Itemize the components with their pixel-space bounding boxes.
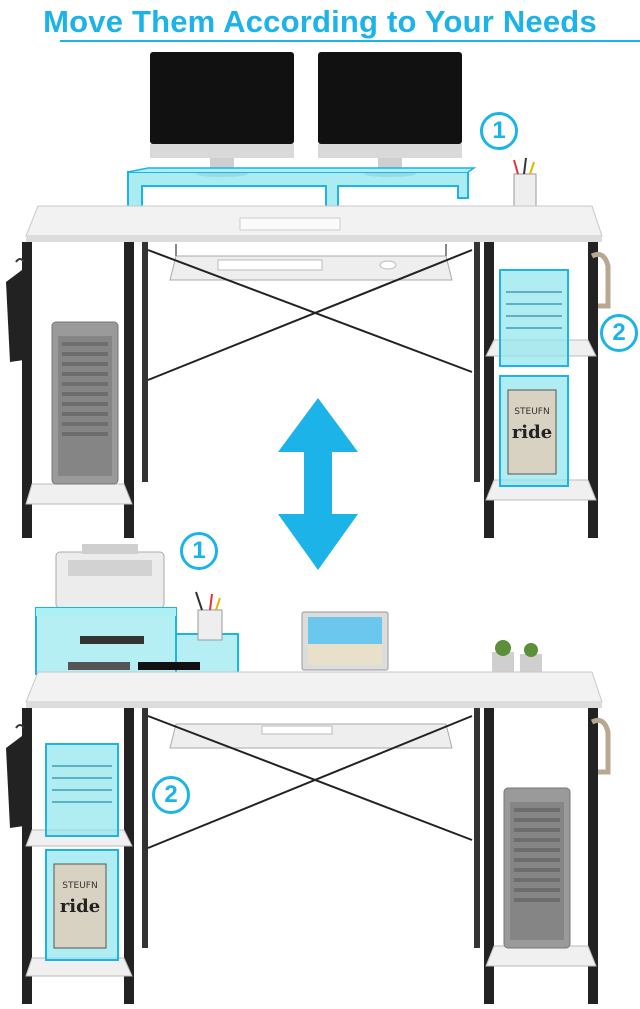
bottom-monitor-stand-highlight — [35, 607, 239, 675]
bottom-shelf-book-label: STEUFN — [62, 881, 97, 891]
top-desk-scene: STEUFN ride — [6, 52, 611, 538]
left-monitor — [150, 52, 294, 177]
svg-text:ride: ride — [512, 422, 552, 443]
bottom-pc-tower — [503, 787, 571, 949]
bottom-side-shelves-highlight: STEUFN ride — [45, 743, 119, 961]
pen-holder — [513, 157, 537, 207]
potted-plants — [492, 640, 542, 672]
right-monitor — [318, 52, 462, 177]
headline-underline — [60, 40, 640, 42]
headline: Move Them According to Your Needs — [43, 4, 597, 39]
side-shelves-highlight: STEUFN ride — [499, 269, 569, 487]
laptop — [289, 611, 395, 685]
top-monitor-stand-badge: 1 — [480, 112, 518, 150]
bottom-side-shelves-badge: 2 — [152, 776, 190, 814]
bottom-headphones — [590, 717, 611, 775]
bottom-pen-holder — [195, 591, 223, 641]
svg-text:ride: ride — [60, 896, 100, 917]
pc-tower — [51, 321, 119, 485]
printer — [55, 544, 165, 609]
top-desk — [22, 205, 603, 538]
shelf-book-label: STEUFN — [514, 407, 549, 417]
bottom-hanging-bag — [6, 724, 25, 828]
bottom-coffee-cup — [430, 673, 462, 692]
right-headphones — [590, 251, 611, 309]
left-hanging-bag — [6, 258, 25, 362]
top-side-shelves-badge: 2 — [600, 314, 638, 352]
bottom-monitor-stand-badge: 1 — [180, 532, 218, 570]
bottom-desk — [22, 671, 603, 1004]
